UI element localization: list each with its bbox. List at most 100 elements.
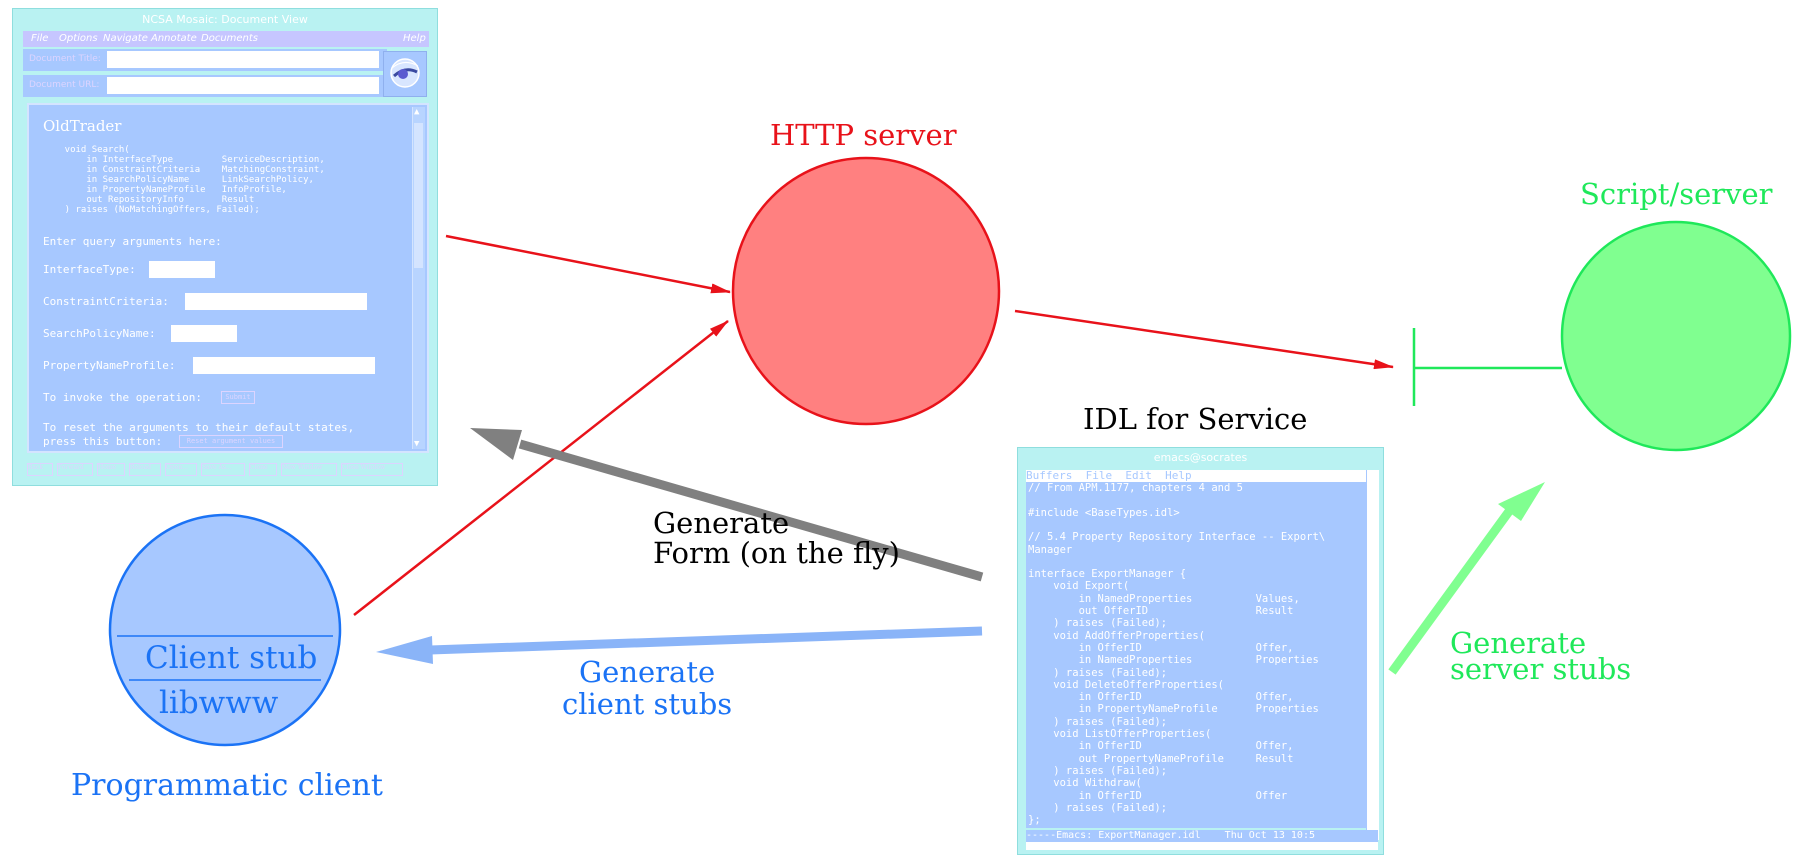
emacs-minibuffer[interactable]: [1026, 842, 1378, 850]
back-button[interactable]: Back: [27, 463, 53, 476]
document-url-label: Document URL:: [29, 80, 100, 90]
mosaic-globe-icon[interactable]: [383, 51, 427, 97]
generate-form-label: Generate Form (on the fly): [653, 508, 900, 568]
scroll-down-icon[interactable]: ▼: [414, 439, 420, 449]
client-to-http-arrow: [353, 320, 729, 616]
menu-navigate[interactable]: Navigate: [103, 33, 148, 44]
sig-line: ) raises (NoMatchingOffers, Failed);: [43, 205, 260, 215]
generate-form-line-1: Generate: [653, 506, 790, 540]
searchpolicyname-input[interactable]: [171, 325, 237, 342]
generate-client-line-1: Generate: [579, 655, 716, 689]
clone-button[interactable]: Clone: [249, 463, 277, 476]
generate-client-stubs-label: Generate client stubs: [562, 656, 732, 720]
code-line: in OfferID Offer: [1028, 789, 1288, 802]
code-line: in NamedProperties Properties: [1028, 654, 1319, 667]
generate-client-arrowhead: [376, 636, 433, 664]
sig-line: void Search(: [43, 145, 130, 155]
code-line: void Withdraw(: [1028, 777, 1142, 790]
code-line: out OfferID Result: [1028, 605, 1294, 617]
generate-server-arrowhead: [1498, 482, 1545, 521]
code-line: void AddOfferProperties(: [1028, 629, 1206, 642]
interfacetype-label: InterfaceType:: [43, 263, 136, 276]
mosaic-scrollbar[interactable]: ▲ ▼: [412, 107, 425, 449]
code-line: void ListOfferProperties(: [1028, 728, 1212, 740]
emacs-scrollbar[interactable]: [1366, 470, 1379, 840]
generate-client-line-2: client stubs: [562, 687, 733, 721]
code-line: in OfferID Offer,: [1028, 641, 1294, 654]
script-server-label: Script/server: [1580, 177, 1773, 211]
code-line: ) raises (Failed);: [1028, 715, 1168, 728]
propertynameprofile-label: PropertyNameProfile:: [43, 359, 176, 372]
interfacetype-input[interactable]: [149, 261, 215, 278]
menu-file[interactable]: File: [31, 33, 49, 44]
generate-server-line-2: server stubs: [1450, 652, 1632, 686]
sig-line: in ConstraintCriteria MatchingConstraint…: [43, 165, 325, 175]
code-line: in OfferID Offer,: [1028, 691, 1294, 704]
submit-button[interactable]: Submit: [221, 391, 255, 404]
code-line: interface ExportManager {: [1028, 568, 1187, 581]
code-line: void DeleteOfferProperties(: [1028, 678, 1224, 691]
menu-help[interactable]: Help: [403, 33, 426, 44]
reset-text-1: To reset the arguments to their default …: [43, 421, 355, 434]
code-line: ) raises (Failed);: [1028, 801, 1168, 814]
new-window-button[interactable]: New Window: [281, 463, 337, 476]
http-server-label: HTTP server: [770, 118, 957, 152]
libwww-label: libwww: [159, 685, 279, 721]
generate-form-arrow-shaft: [518, 439, 984, 582]
close-window-button[interactable]: Close Window: [341, 463, 403, 476]
generate-client-arrow-shaft: [429, 626, 983, 655]
browser-to-http-arrow: [445, 234, 731, 294]
code-line: #include <BaseTypes.idl>: [1028, 506, 1180, 519]
menu-documents[interactable]: Documents: [201, 33, 259, 44]
mosaic-document-area: OldTrader void Search( in InterfaceType …: [27, 103, 429, 453]
document-url-field[interactable]: [107, 77, 379, 94]
mosaic-title: NCSA Mosaic: Document View: [13, 9, 437, 31]
mosaic-browser-window: NCSA Mosaic: Document View File Options …: [12, 8, 438, 486]
sig-line: out RepositoryInfo Result: [43, 195, 255, 205]
sig-line: in InterfaceType ServiceDescription,: [43, 155, 325, 165]
emacs-code-area[interactable]: // From APM.1177, chapters 4 and 5 #incl…: [1026, 482, 1366, 828]
enter-args-text: Enter query arguments here:: [43, 235, 222, 248]
emacs-modeline: -----Emacs: ExportManager.idl Thu Oct 13…: [1026, 830, 1378, 842]
save-as-button[interactable]: Save As...: [201, 463, 245, 476]
generate-server-arrow-shaft: [1388, 507, 1514, 675]
code-line: ) raises (Failed);: [1028, 764, 1168, 777]
code-line: ) raises (Failed);: [1028, 666, 1168, 679]
http-to-script-arrow: [1014, 309, 1394, 370]
programmatic-client-label: Programmatic client: [71, 768, 383, 803]
code-line: in PropertyNameProfile Properties: [1028, 703, 1319, 716]
idl-for-service-label: IDL for Service: [1083, 402, 1308, 436]
emacs-window: emacs@socrates Buffers File Edit Help //…: [1017, 447, 1384, 855]
home-button[interactable]: Home: [97, 463, 125, 476]
mosaic-menubar: File Options Navigate Annotate Documents…: [23, 31, 429, 47]
emacs-menubar[interactable]: Buffers File Edit Help: [1026, 470, 1366, 482]
document-title-label: Document Title:: [29, 54, 101, 64]
code-line: // 5.4 Property Repository Interface -- …: [1028, 531, 1326, 544]
programmatic-client-node: [108, 513, 342, 747]
generate-server-stubs-label: Generate server stubs: [1450, 629, 1632, 686]
client-stub-label: Client stub: [145, 640, 318, 676]
constraintcriteria-input[interactable]: [185, 293, 367, 310]
menu-options[interactable]: Options: [59, 33, 98, 44]
code-line: out PropertyNameProfile Result: [1028, 752, 1294, 765]
script-server-node: [1560, 220, 1792, 452]
reload-button[interactable]: Reload: [129, 463, 161, 476]
searchpolicyname-label: SearchPolicyName:: [43, 327, 156, 340]
sig-line: in PropertyNameProfile InfoProfile,: [43, 185, 287, 195]
code-line: in NamedProperties Values,: [1028, 592, 1300, 605]
title-row: Document Title:: [23, 49, 387, 71]
scroll-thumb[interactable]: [414, 123, 423, 268]
reset-button[interactable]: Reset argument values: [179, 435, 283, 448]
scroll-up-icon[interactable]: ▲: [414, 107, 420, 117]
menu-annotate[interactable]: Annotate: [151, 33, 197, 44]
propertynameprofile-input[interactable]: [193, 357, 375, 374]
forward-button[interactable]: Forward: [57, 463, 93, 476]
code-line: ) raises (Failed);: [1028, 617, 1168, 630]
generate-form-arrowhead: [470, 428, 522, 460]
http-server-node: [731, 156, 1001, 426]
open-button[interactable]: Open...: [165, 463, 197, 476]
emacs-title: emacs@socrates: [1153, 451, 1248, 464]
constraintcriteria-label: ConstraintCriteria:: [43, 295, 169, 308]
document-title-field[interactable]: [107, 51, 379, 68]
